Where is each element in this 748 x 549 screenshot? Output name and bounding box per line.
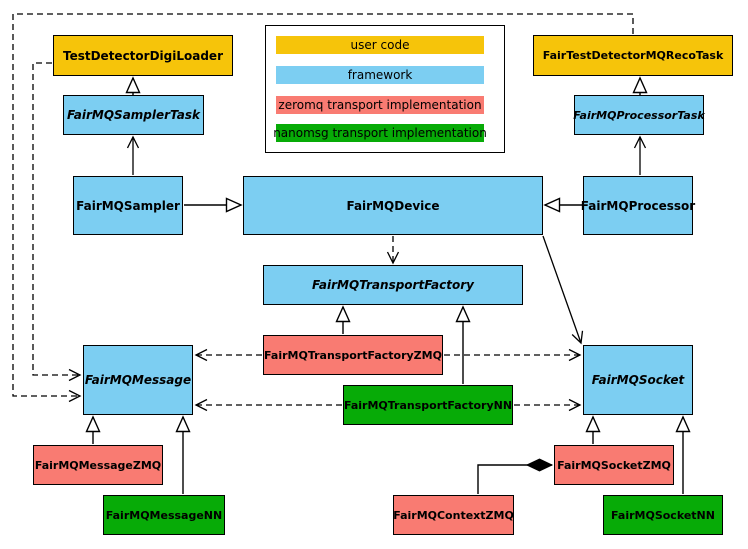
class-box-fairmq-message: FairMQMessage (83, 345, 193, 415)
class-box-fairmq-transport-factory: FairMQTransportFactory (263, 265, 523, 305)
class-label: FairMQTransportFactoryZMQ (264, 348, 442, 362)
class-label: FairTestDetectorMQRecoTask (542, 49, 724, 62)
edge-recotask-to-message (12, 13, 634, 403)
class-box-test-detector-digi-loader: TestDetectorDigiLoader (53, 35, 233, 76)
class-box-fairmq-sampler-task: FairMQSamplerTask (63, 95, 204, 135)
class-label: FairMQSocketNN (611, 508, 715, 522)
class-box-fairmq-processor: FairMQProcessor (580, 176, 696, 235)
legend-item-framework: framework (276, 66, 484, 84)
class-label: FairMQMessageZMQ (34, 458, 162, 472)
class-label: FairMQSocket (591, 373, 685, 387)
class-box-fairmq-processor-task: FairMQProcessorTask (573, 95, 705, 135)
legend-item-nanomsg: nanomsg transport implementation (273, 124, 487, 142)
class-label: FairMQMessage (84, 373, 192, 387)
edge-device-to-socket (542, 235, 584, 345)
class-label: FairMQTransportFactory (312, 278, 474, 292)
class-label: FairMQTransportFactoryNN (343, 398, 513, 412)
class-box-fairmq-socket: FairMQSocket (583, 345, 693, 415)
class-box-fairmq-socket-zmq: FairMQSocketZMQ (554, 445, 674, 485)
class-box-fairmq-context-zmq: FairMQContextZMQ (393, 495, 514, 535)
class-box-fairmq-transport-factory-zmq: FairMQTransportFactoryZMQ (263, 335, 443, 375)
class-box-fairmq-sampler: FairMQSampler (73, 176, 183, 235)
class-label: FairMQContextZMQ (393, 508, 514, 522)
edge-contextzmq-to-socketzmq (477, 465, 552, 494)
legend: user code framework zeromq transport imp… (265, 25, 505, 153)
class-label: FairMQProcessorTask (573, 108, 705, 122)
class-box-fair-test-detector-mq-reco-task: FairTestDetectorMQRecoTask (533, 35, 733, 76)
class-label: FairMQSamplerTask (66, 108, 201, 122)
edge-digiloader-to-message (32, 62, 82, 382)
legend-item-user-code: user code (276, 36, 484, 54)
class-label: FairMQProcessor (580, 198, 696, 213)
legend-item-zeromq: zeromq transport implementation (276, 96, 484, 114)
class-label: FairMQMessageNN (105, 508, 223, 522)
class-box-fairmq-transport-factory-nn: FairMQTransportFactoryNN (343, 385, 513, 425)
class-box-fairmq-message-nn: FairMQMessageNN (103, 495, 225, 535)
class-label: FairMQSampler (76, 198, 180, 213)
class-label: FairMQSocketZMQ (557, 458, 671, 472)
class-box-fairmq-device: FairMQDevice (243, 176, 543, 235)
class-label: FairMQDevice (346, 198, 440, 213)
class-box-fairmq-socket-nn: FairMQSocketNN (603, 495, 723, 535)
class-label: TestDetectorDigiLoader (62, 48, 223, 63)
class-box-fairmq-message-zmq: FairMQMessageZMQ (33, 445, 163, 485)
